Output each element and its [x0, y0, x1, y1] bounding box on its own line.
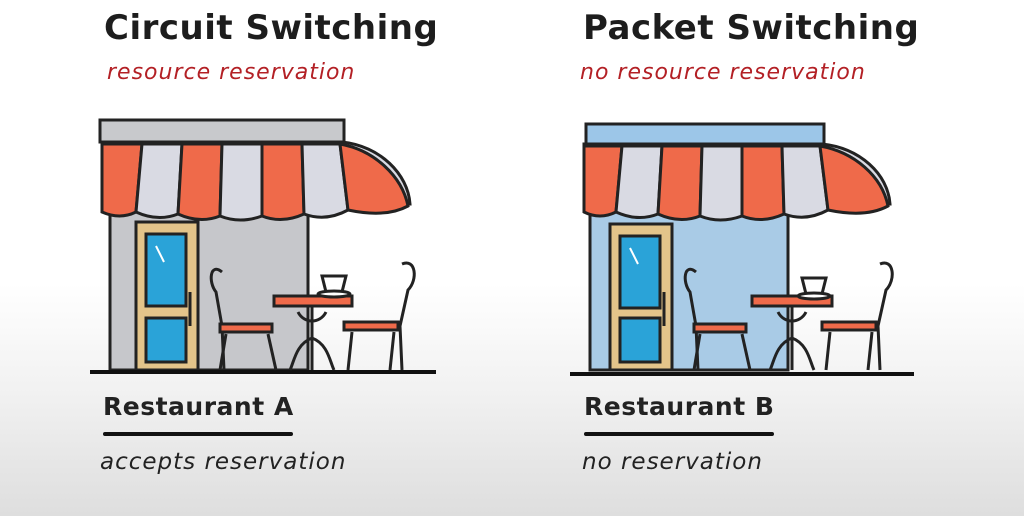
roof-bar — [584, 122, 826, 146]
packet-switching-subtitle: no resource reservation — [580, 60, 866, 85]
chair-icon — [209, 268, 278, 371]
restaurant-b-panel: Packet Switching no resource reservation — [540, 0, 1000, 516]
table-icon — [750, 294, 834, 371]
door-icon — [608, 222, 674, 372]
restaurant-a-name: Restaurant A — [103, 392, 294, 421]
restaurant-a-illustration — [90, 118, 436, 374]
awning-icon — [582, 142, 892, 222]
circuit-switching-title: Circuit Switching — [104, 8, 439, 48]
restaurant-b-underline — [584, 432, 774, 436]
restaurant-b-caption: no reservation — [582, 449, 763, 475]
restaurant-a-panel: Circuit Switching resource reservation — [60, 0, 520, 516]
door-icon — [134, 220, 200, 372]
table-icon — [272, 294, 354, 371]
restaurant-b-name: Restaurant B — [584, 392, 775, 421]
coffee-cup-icon — [796, 276, 832, 301]
chair-icon — [342, 261, 416, 371]
chair-icon — [820, 261, 894, 371]
awning-icon — [100, 140, 412, 222]
restaurant-b-illustration — [570, 122, 914, 376]
packet-switching-title: Packet Switching — [583, 8, 920, 48]
restaurant-a-caption: accepts reservation — [100, 449, 347, 475]
roof-bar — [98, 118, 346, 144]
circuit-switching-subtitle: resource reservation — [107, 60, 356, 85]
coffee-cup-icon — [316, 274, 352, 299]
chair-icon — [683, 268, 752, 371]
restaurant-a-underline — [103, 432, 293, 436]
